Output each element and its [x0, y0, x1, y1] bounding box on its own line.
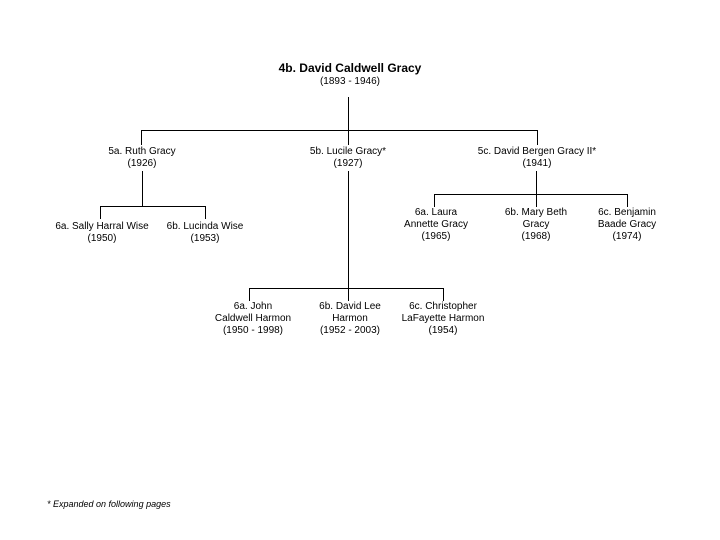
- root-name: 4b. David Caldwell Gracy: [278, 61, 422, 75]
- wise-drop-line-lucinda: [205, 206, 206, 219]
- gen5-drop-line-lucile: [348, 130, 349, 145]
- node-6a-laura-annette-gracy: 6a. Laura Annette Gracy (1965): [404, 207, 468, 242]
- wise-drop-line-sally: [100, 206, 101, 219]
- gen5-drop-line-david: [537, 130, 538, 145]
- gracy6-horizontal-line: [434, 194, 627, 195]
- harmon-horizontal-line: [249, 288, 444, 289]
- wise-horizontal-line: [100, 206, 206, 207]
- node-6b-mary-beth-gracy: 6b. Mary Beth Gracy (1968): [504, 207, 568, 242]
- node-6b-lucinda-wise: 6b. Lucinda Wise (1953): [166, 221, 244, 244]
- gen5-drop-line-ruth: [141, 130, 142, 145]
- harmon-drop-line-john: [249, 288, 250, 301]
- node-6a-john-caldwell-harmon: 6a. John Caldwell Harmon (1950 - 1998): [214, 301, 292, 336]
- root-stem-line: [348, 97, 349, 130]
- lucile-stem-line: [348, 171, 349, 288]
- node-6c-christopher-lafayette-harmon: 6c. Christopher LaFayette Harmon (1954): [401, 301, 485, 336]
- node-6c-benjamin-baade-gracy: 6c. Benjamin Baade Gracy (1974): [597, 207, 657, 242]
- node-5b-lucile-gracy: 5b. Lucile Gracy* (1927): [309, 146, 387, 169]
- node-6b-david-lee-harmon: 6b. David Lee Harmon (1952 - 2003): [319, 301, 381, 336]
- gracy6-drop-line-mary-beth: [536, 194, 537, 207]
- harmon-drop-line-david-lee: [348, 288, 349, 301]
- root-node: 4b. David Caldwell Gracy (1893 - 1946): [200, 60, 500, 88]
- harmon-drop-line-christopher: [443, 288, 444, 301]
- david-stem-line: [536, 171, 537, 194]
- ruth-stem-line: [142, 171, 143, 206]
- gracy6-drop-line-laura: [434, 194, 435, 207]
- node-5a-ruth-gracy: 5a. Ruth Gracy (1926): [108, 146, 176, 169]
- gen5-horizontal-line: [141, 130, 538, 131]
- gracy6-drop-line-benjamin: [627, 194, 628, 207]
- node-6a-sally-harral-wise: 6a. Sally Harral Wise (1950): [55, 221, 149, 244]
- expanded-footnote: * Expanded on following pages: [47, 499, 171, 509]
- node-5c-david-bergen-gracy: 5c. David Bergen Gracy II* (1941): [477, 146, 597, 169]
- root-dates: (1893 - 1946): [319, 76, 381, 87]
